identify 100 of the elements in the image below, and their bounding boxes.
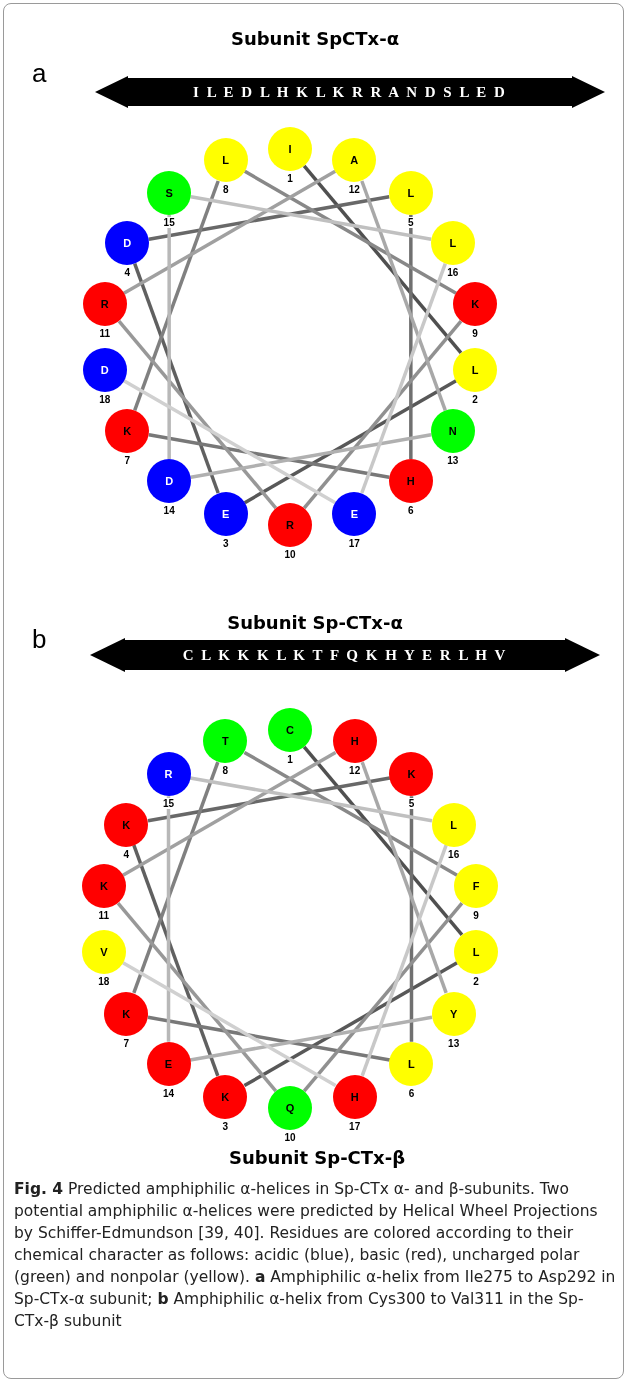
connector-line xyxy=(133,263,220,494)
residue-circle: E xyxy=(203,491,248,536)
figure-caption: Fig. 4 Predicted amphiphilic α-helices in Sp-CTx α- and β-subunits. Two potential amphiphilic α-helices were predicted by Helical Wheel Projections by Schiffer-Edmundson [39, 40]. Residues are colored according to their chemical character as follows: acidic (blue), basic (red), uncharged polar (green) and nonpolar (yellow). a Amphiphilic α-helix from Ile275 to Asp292 in Sp-CTx-α subunit; b Amphiphilic α-helix from Cys300 to Val311 in the Sp-CTx-β subunit xyxy=(14,1179,617,1332)
residue-circle: N xyxy=(430,409,475,453)
residue-circle: R xyxy=(268,503,312,547)
residue-circle: K xyxy=(453,282,498,327)
connector-line xyxy=(360,263,447,494)
residue-circle: L xyxy=(454,929,499,974)
residue-circle: T xyxy=(203,719,248,764)
residue-circle: D xyxy=(82,347,127,392)
residue-number: 17 xyxy=(347,537,361,549)
residue-number: 12 xyxy=(347,184,361,196)
connector-line xyxy=(147,776,391,823)
connector-line xyxy=(360,180,447,411)
connector-line xyxy=(409,796,414,1042)
residue-number: 15 xyxy=(162,216,176,228)
residue-circle: K xyxy=(203,1074,248,1119)
residue-circle: R xyxy=(146,752,191,797)
residue-number: 1 xyxy=(286,754,294,765)
residue-circle: H xyxy=(332,1074,377,1119)
connector-line xyxy=(360,761,448,994)
residue-circle: L xyxy=(389,1041,434,1086)
residue-circle: Q xyxy=(268,1086,312,1130)
residue-number: 3 xyxy=(221,1120,230,1132)
connector-line xyxy=(123,169,337,295)
residue-number: 3 xyxy=(221,537,230,549)
residue-number: 10 xyxy=(283,1132,297,1143)
panel-letter: b xyxy=(32,624,47,655)
residue-number: 9 xyxy=(472,910,480,922)
residue-number: 17 xyxy=(348,1120,362,1132)
residue-circle: L xyxy=(203,138,248,183)
residue-circle: R xyxy=(82,282,127,327)
residue-circle: K xyxy=(104,991,149,1036)
residue-number: 6 xyxy=(407,1087,416,1099)
connector-line xyxy=(132,844,220,1077)
residue-number: 8 xyxy=(221,184,230,196)
residue-number: 2 xyxy=(472,975,480,987)
residue-number: 18 xyxy=(97,975,111,987)
connector-line xyxy=(302,320,463,510)
residue-number: 15 xyxy=(161,798,176,810)
residue-circle: H xyxy=(388,459,433,503)
residue-number: 13 xyxy=(447,1037,461,1049)
residue-circle: S xyxy=(147,170,192,215)
residue-circle: K xyxy=(105,409,150,453)
residue-number: 8 xyxy=(221,765,230,777)
residue-number: 5 xyxy=(407,216,415,228)
residue-circle: K xyxy=(104,802,149,847)
connector-line xyxy=(190,195,432,241)
connector-line xyxy=(167,215,171,459)
residue-circle: C xyxy=(268,708,312,752)
residue-number: 10 xyxy=(283,549,297,560)
residue-circle: Y xyxy=(431,991,476,1036)
residue-number: 13 xyxy=(446,455,460,466)
residue-number: 14 xyxy=(162,505,176,516)
residue-circle: H xyxy=(332,719,377,764)
connector-line xyxy=(122,750,337,877)
connector-line xyxy=(148,195,390,241)
connector-line xyxy=(189,776,433,823)
residue-number: 16 xyxy=(447,848,461,860)
residue-number: 14 xyxy=(161,1087,176,1099)
residue-number: 1 xyxy=(286,173,294,184)
residue-number: 4 xyxy=(123,267,131,278)
panel-heading: Subunit Sp-CTx-β xyxy=(228,1147,406,1168)
residue-circle: D xyxy=(105,221,150,265)
connector-line xyxy=(166,796,171,1042)
residue-circle: L xyxy=(431,802,476,847)
residue-circle: D xyxy=(147,459,192,503)
connector-line xyxy=(123,379,337,505)
residue-number: 11 xyxy=(98,328,112,340)
residue-number: 2 xyxy=(471,393,479,405)
residue-number: 7 xyxy=(122,1037,131,1049)
residue-circle: K xyxy=(81,864,126,909)
connector-line xyxy=(189,1015,433,1062)
connector-line xyxy=(133,180,220,411)
connector-line xyxy=(360,844,448,1077)
connector-line xyxy=(302,901,464,1093)
connector-line xyxy=(243,169,457,295)
residue-number: 7 xyxy=(123,455,131,466)
residue-number: 18 xyxy=(98,393,112,405)
residue-circle: F xyxy=(454,864,499,909)
panel-heading: Subunit Sp-CTx-α xyxy=(227,612,403,633)
residue-number: 16 xyxy=(446,267,460,278)
panel-heading: Subunit SpCTx-α xyxy=(230,28,400,49)
panel-letter: a xyxy=(32,58,47,89)
connector-line xyxy=(116,901,278,1093)
connector-line xyxy=(117,320,278,510)
connector-line xyxy=(243,750,458,877)
node-label: C L K K K L K T F Q K H Y E R L H V xyxy=(182,646,508,663)
connector-line xyxy=(302,745,464,937)
residue-circle: I xyxy=(268,127,312,171)
connector-line xyxy=(147,1015,391,1062)
residue-number: 12 xyxy=(348,765,362,777)
connector-line xyxy=(122,961,337,1088)
connector-line xyxy=(409,215,413,459)
node-label: I L E D L H K L K R R A N D S L E D xyxy=(193,83,507,100)
residue-number: 6 xyxy=(407,505,415,516)
residue-circle: L xyxy=(453,347,498,392)
connector-line xyxy=(243,961,458,1088)
residue-number: 9 xyxy=(471,328,479,340)
residue-circle: A xyxy=(332,138,377,183)
